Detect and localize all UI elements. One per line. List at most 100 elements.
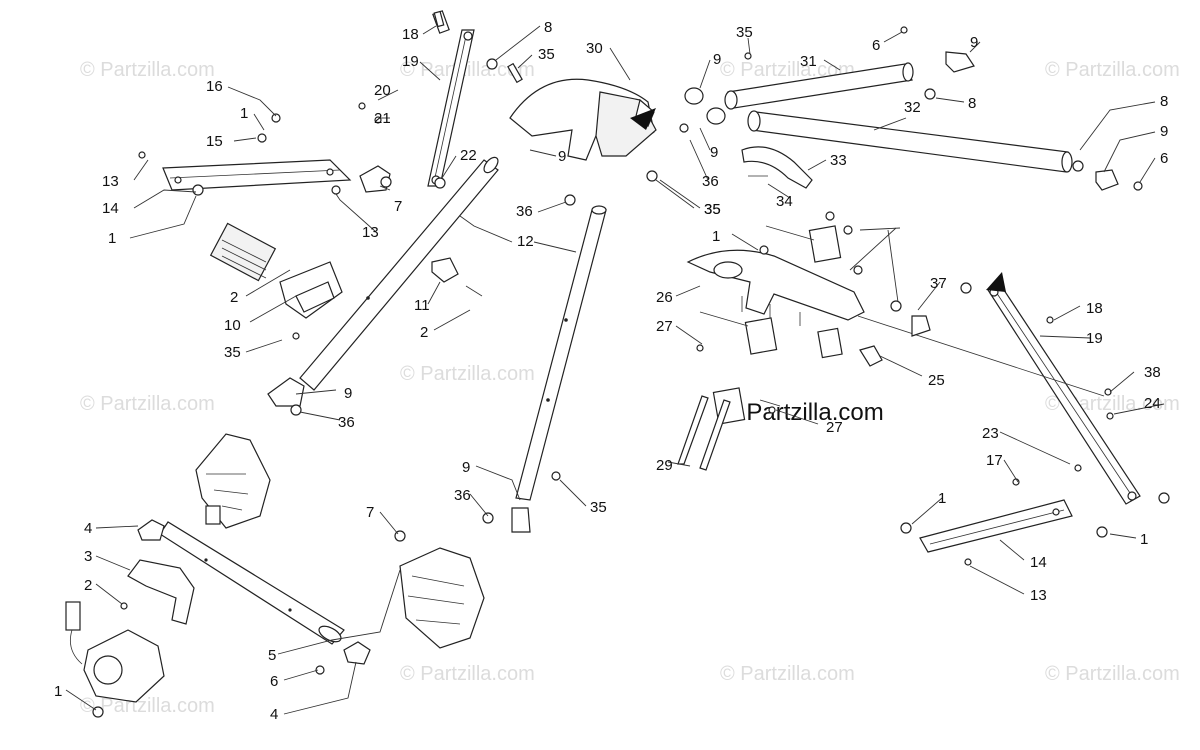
tube-12-center	[515, 205, 607, 501]
callout-label: 35	[224, 344, 241, 361]
brand-label: © Partzilla.com	[722, 399, 884, 426]
callout-label: 1	[938, 490, 946, 507]
callout-label: 18	[402, 26, 419, 43]
tube-12-left	[299, 156, 499, 391]
callout-label: 9	[558, 148, 566, 165]
callout-label: 6	[872, 37, 880, 54]
callout-label: 16	[206, 78, 223, 95]
callout-label: 18	[1086, 300, 1103, 317]
callout-label: 35	[736, 24, 753, 41]
callout-label: 27	[656, 318, 673, 335]
watermark: © Partzilla.com	[1045, 59, 1180, 81]
callout-label: 6	[270, 673, 278, 690]
tube-32	[706, 107, 1073, 173]
watermark: © Partzilla.com	[720, 663, 855, 685]
callout-label: 12	[517, 233, 534, 250]
callout-label: 37	[930, 275, 947, 292]
watermark: © Partzilla.com	[400, 59, 535, 81]
cap-9-right	[1095, 169, 1119, 191]
callout-label: 2	[420, 324, 428, 341]
callout-label: 4	[270, 706, 278, 723]
tube-31	[684, 62, 914, 110]
callout-label: 26	[656, 289, 673, 306]
callout-label: 9	[462, 459, 470, 476]
callout-label: 33	[830, 152, 847, 169]
bracket-4-top	[137, 519, 165, 541]
callout-label: 19	[402, 53, 419, 70]
fasteners	[92, 10, 1170, 718]
callout-label: 8	[544, 19, 552, 36]
clamp-33	[741, 146, 813, 189]
callout-label: 7	[366, 504, 374, 521]
module-2-10	[209, 222, 343, 319]
callout-label: 4	[84, 520, 92, 537]
callouts: 18 8 35 30 35 9 31 6 9 19 20 21 16 1 15 …	[54, 19, 1168, 723]
callout-label: 9	[970, 34, 978, 51]
callout-label: 32	[904, 99, 921, 116]
callout-label: 27	[826, 419, 843, 436]
callout-label: 8	[968, 95, 976, 112]
bracket-9-lower-left	[267, 377, 305, 407]
watermark: © Partzilla.com	[720, 59, 855, 81]
callout-label: 8	[1160, 93, 1168, 110]
callout-label: 34	[776, 193, 793, 210]
fastener-2	[465, 285, 483, 297]
brace-19-right	[857, 272, 1141, 505]
callout-label: 10	[224, 317, 241, 334]
actuator-left	[65, 601, 165, 703]
callout-label: 36	[338, 414, 355, 431]
callout-label: 25	[928, 372, 945, 389]
watermark: © Partzilla.com	[1045, 663, 1180, 685]
callout-label: 36	[702, 173, 719, 190]
bolts-29	[677, 395, 731, 471]
callout-label: 1	[1140, 531, 1148, 548]
leader-lines	[65, 25, 1165, 715]
callout-label: 2	[84, 577, 92, 594]
callout-label: 35	[704, 201, 721, 218]
callout-label: 7	[394, 198, 402, 215]
part-37	[911, 315, 931, 337]
callout-label: 31	[800, 53, 817, 70]
callout-label: 1	[240, 105, 248, 122]
bar-5	[159, 521, 345, 645]
callout-label: 9	[344, 385, 352, 402]
callout-label: 23	[982, 425, 999, 442]
sleeve-9	[511, 507, 531, 533]
callout-label: 36	[454, 487, 471, 504]
callout-label: 36	[516, 203, 533, 220]
callout-label: 13	[102, 173, 119, 190]
callout-label: 35	[590, 499, 607, 516]
bracket-30	[509, 78, 657, 161]
callout-label: 1	[108, 230, 116, 247]
bracket-4-bottom	[343, 641, 371, 665]
bracket-11	[431, 257, 459, 283]
callout-label: 9	[710, 144, 718, 161]
crossbar-14-right	[919, 499, 1073, 553]
mount-3	[127, 559, 195, 625]
callout-label: 9	[713, 51, 721, 68]
callout-label: 5	[268, 647, 276, 664]
callout-label: 17	[986, 452, 1003, 469]
callout-label: 13	[1030, 587, 1047, 604]
bracket-26	[686, 249, 865, 326]
callout-label: 29	[656, 457, 673, 474]
callout-label: 6	[1160, 150, 1168, 167]
watermark: © Partzilla.com	[400, 363, 535, 385]
callout-label: 24	[1144, 395, 1161, 412]
callout-label: 22	[460, 147, 477, 164]
callout-label: 14	[1030, 554, 1047, 571]
callout-label: 14	[102, 200, 119, 217]
callout-label: 13	[362, 224, 379, 241]
watermark: © Partzilla.com	[80, 695, 215, 717]
watermark: © Partzilla.com	[80, 393, 215, 415]
callout-label: 3	[84, 548, 92, 565]
part-25	[859, 345, 883, 367]
callout-label: 38	[1144, 364, 1161, 381]
callout-label: 35	[538, 46, 555, 63]
callout-label: 1	[712, 228, 720, 245]
callout-label: 2	[230, 289, 238, 306]
callout-label: 9	[1160, 123, 1168, 140]
callout-label: 21	[374, 110, 391, 127]
knuckle-left	[195, 433, 271, 529]
